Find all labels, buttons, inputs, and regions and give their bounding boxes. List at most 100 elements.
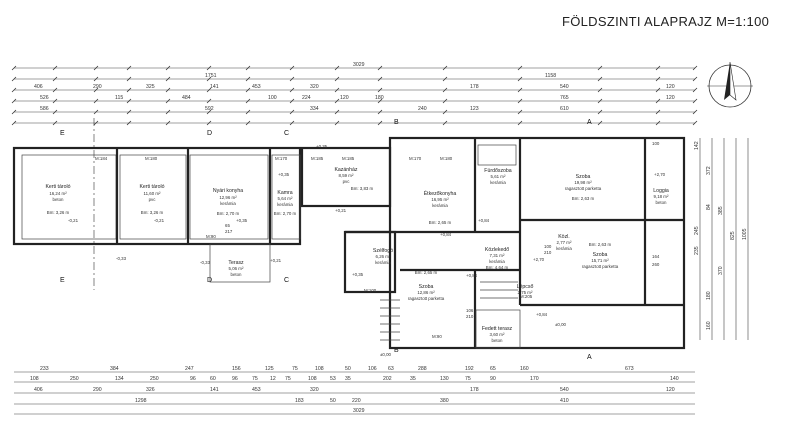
- section-label: B: [394, 347, 399, 354]
- opening-size: 217: [225, 229, 233, 234]
- level-marker: +2,70: [654, 172, 666, 177]
- dim-label: 160: [520, 366, 529, 372]
- dimension-tick: [245, 120, 251, 126]
- room-area: 5,06 m²: [229, 266, 244, 271]
- room-area: 19,98 m²: [574, 180, 592, 185]
- walls: [12, 136, 686, 350]
- dimension-tick: [377, 109, 383, 115]
- dim-label: 250: [70, 376, 79, 382]
- dim-label: 183: [295, 398, 304, 404]
- section-markers: E E D D C C B B A A: [60, 118, 592, 361]
- dimension-tick: [517, 76, 523, 82]
- dim-label: 140: [670, 376, 679, 382]
- room-area: 16,95 m²: [431, 197, 449, 202]
- room-floor: kerámia: [489, 259, 505, 264]
- room-height: Bm: 2,63 m: [589, 242, 612, 247]
- dim-label: 84: [706, 204, 712, 210]
- room-area: 2,77 m²: [557, 240, 572, 245]
- dim-label: 178: [470, 387, 479, 393]
- dimension-tick: [245, 76, 251, 82]
- dim-label: 224: [302, 95, 311, 101]
- dimension-tick: [245, 98, 251, 104]
- lintel-label: M:100: [364, 288, 377, 293]
- dim-label: 178: [470, 84, 479, 90]
- dimension-tick: [442, 76, 448, 82]
- room-area: 5,64 m²: [278, 196, 293, 201]
- dim-label: 180: [375, 95, 384, 101]
- dim-label: 1751: [205, 73, 217, 79]
- lintel-label: M:90: [432, 334, 442, 339]
- dim-label: 453: [252, 387, 261, 393]
- room-floor: pvc: [343, 179, 351, 184]
- room-floor: ragasztott parketta: [582, 264, 619, 269]
- dim-label: 96: [190, 376, 196, 382]
- level-marker: +2,70: [533, 257, 545, 262]
- dimension-tick: [206, 109, 212, 115]
- room-area: 12,96 m²: [219, 195, 237, 200]
- dimension-tick: [93, 98, 99, 104]
- dimension-tick: [692, 76, 698, 82]
- dimension-tick: [442, 98, 448, 104]
- dimension-tick: [692, 87, 698, 93]
- level-marker: -0,33: [116, 256, 127, 261]
- dim-label: 108: [315, 366, 324, 372]
- opening-size: 106: [466, 308, 474, 313]
- level-marker: +0,35: [352, 272, 364, 277]
- opening-size: 100: [652, 141, 660, 146]
- dim-label: 380: [440, 398, 449, 404]
- dim-label: 1005: [742, 228, 748, 240]
- level-marker: +0,84: [466, 273, 478, 278]
- dim-label: 326: [146, 387, 155, 393]
- dim-label: 540: [560, 387, 569, 393]
- dim-label: 290: [93, 387, 102, 393]
- dim-label: 250: [150, 376, 159, 382]
- dimension-tick: [165, 98, 171, 104]
- opening-size: 210: [466, 314, 474, 319]
- section-label: A: [587, 354, 592, 361]
- dimension-tick: [52, 109, 58, 115]
- dim-label: 65: [490, 366, 496, 372]
- room-floor: kerámia: [220, 201, 236, 206]
- dimension-tick: [692, 98, 698, 104]
- dimension-tick: [442, 109, 448, 115]
- north-arrow-icon: [707, 61, 753, 108]
- dim-label: 245: [694, 226, 700, 235]
- dim-label: 156: [232, 366, 241, 372]
- dimension-tick: [126, 120, 132, 126]
- level-marker: +0,21: [335, 208, 347, 213]
- dimension-tick: [206, 98, 212, 104]
- section-label: D: [207, 277, 212, 284]
- lintel-label: M:205: [520, 294, 533, 299]
- dim-label: 240: [418, 106, 427, 112]
- dim-label: 673: [625, 366, 634, 372]
- dimension-tick: [206, 87, 212, 93]
- room-area: 9,18 m²: [654, 194, 669, 199]
- dimension-tick: [517, 65, 523, 71]
- dimension-tick: [334, 109, 340, 115]
- room-name: Kazánház: [334, 167, 357, 173]
- dimension-tick: [52, 87, 58, 93]
- level-marker: ±0,00: [380, 352, 392, 357]
- room-name: Szoba: [593, 252, 608, 258]
- top-dimension-chain: 3029 1751 1158 406 290 325 141 453 320 1…: [11, 62, 698, 126]
- dim-label: 526: [40, 95, 49, 101]
- dim-label: 247: [185, 366, 194, 372]
- dim-label: 406: [34, 84, 43, 90]
- dim-label: 334: [310, 106, 319, 112]
- room-floor: ragasztott parketta: [565, 186, 602, 191]
- dim-label: 320: [310, 387, 319, 393]
- dimension-tick: [517, 120, 523, 126]
- dim-label: 610: [560, 106, 569, 112]
- dim-label: 385: [718, 206, 724, 215]
- dimension-tick: [93, 109, 99, 115]
- room-floor: ragasztott parketta: [408, 296, 445, 301]
- dim-label: 592: [205, 106, 214, 112]
- dim-label: 63: [388, 366, 394, 372]
- room-name: Kamra: [277, 190, 292, 196]
- room-floor: beton: [53, 197, 65, 202]
- level-marker: +0,84: [536, 312, 548, 317]
- dimension-tick: [334, 98, 340, 104]
- section-label: C: [284, 130, 289, 137]
- level-marker: +0,84: [440, 232, 452, 237]
- dim-label: 120: [666, 95, 675, 101]
